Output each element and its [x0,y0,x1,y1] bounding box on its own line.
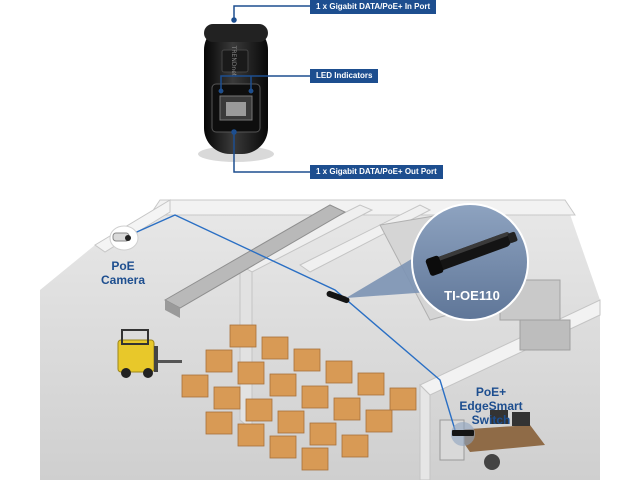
device-zoom-bubble [346,203,529,321]
in-port-callout: 1 x Gigabit DATA/PoE+ In Port [310,0,437,14]
svg-text:TRENDnet: TRENDnet [230,45,237,77]
inline-device-icon [326,290,350,304]
switch-label-line1: PoE+ [475,385,507,399]
device-closeup: TRENDnet [198,24,274,162]
switch-label: PoE+ EdgeSmart Switch [452,385,530,427]
led-indicators-callout: LED Indicators [310,69,379,83]
forklift-icon [117,329,182,378]
switch-label-line2: EdgeSmart [459,399,523,413]
device-model-label: TI-OE110 [444,288,500,303]
poe-camera-label-line2: Camera [100,273,146,287]
box-stacks [181,324,417,471]
poe-camera-label: PoE Camera [94,259,152,287]
poe-camera-label-line1: PoE [111,259,135,273]
poe-camera-icon [109,225,139,251]
network-cable [129,214,456,431]
callout-lines [218,5,312,173]
switch-zoom-bubble [451,422,475,446]
switch-label-line3: Switch [471,413,511,427]
out-port-callout: 1 x Gigabit DATA/PoE+ Out Port [310,165,443,179]
